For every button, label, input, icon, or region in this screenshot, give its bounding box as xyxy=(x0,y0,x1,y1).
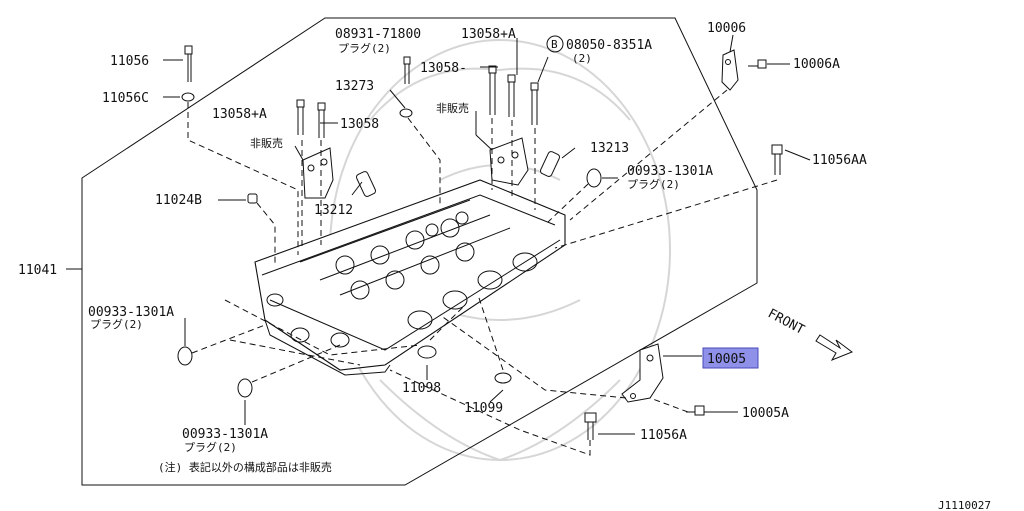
label-00933-right: 00933-1301A xyxy=(627,164,713,179)
cam-bracket-right xyxy=(489,137,529,186)
label-10006: 10006 xyxy=(707,21,746,36)
label-00933-left-plug: プラグ(2) xyxy=(90,317,143,331)
cylinder-head xyxy=(254,179,566,376)
bracket-10006 xyxy=(721,49,739,91)
label-00933-bottom: 00933-1301A xyxy=(182,427,268,442)
label-front: FRONT xyxy=(765,306,807,338)
label-not-sold-right: 非販売 xyxy=(436,102,469,115)
label-10005A: 10005A xyxy=(742,406,789,421)
seal-11098 xyxy=(417,345,437,359)
bracket-10005 xyxy=(621,343,664,403)
label-10005: 10005 xyxy=(707,352,746,367)
label-11041: 11041 xyxy=(18,263,57,278)
assembly-frame xyxy=(81,17,758,486)
label-00933-left: 00933-1301A xyxy=(88,305,174,320)
leader-lines xyxy=(66,34,811,456)
bolts-13058 xyxy=(296,65,539,138)
highlight-10005 xyxy=(702,347,759,369)
label-11056AA: 11056AA xyxy=(812,153,867,168)
label-13058A-left: 13058+A xyxy=(212,107,267,122)
label-note: (注) 表記以外の構成部品は非販売 xyxy=(158,460,332,474)
bolt-10006A xyxy=(748,59,767,69)
label-not-sold-left: 非販売 xyxy=(250,137,283,150)
label-11098: 11098 xyxy=(402,381,441,396)
label-00933-right-plug: プラグ(2) xyxy=(627,177,680,191)
seal-11099 xyxy=(494,372,512,384)
plug-00933-bottom xyxy=(237,378,253,398)
label-13058-top: 13058- xyxy=(420,61,467,76)
label-10006A: 10006A xyxy=(793,57,840,72)
label-13273: 13273 xyxy=(335,79,374,94)
label-11056: 11056 xyxy=(110,54,149,69)
dowel-13212 xyxy=(355,171,377,197)
plug-11024B xyxy=(247,193,258,204)
label-11056C: 11056C xyxy=(102,91,149,106)
bolt-11056A xyxy=(584,412,597,440)
bolt-10005A xyxy=(686,405,705,416)
label-13058-left: 13058 xyxy=(340,117,379,132)
label-11056A: 11056A xyxy=(640,428,687,443)
label-08931: 08931-71800 xyxy=(335,27,421,42)
label-11099: 11099 xyxy=(464,401,503,416)
washer-13273 xyxy=(399,108,413,118)
cam-bracket-left xyxy=(302,147,334,199)
bolt-11056 xyxy=(184,45,193,82)
plug-08931 xyxy=(403,56,411,84)
label-b-mark: B xyxy=(551,38,558,51)
plug-00933-right xyxy=(586,168,602,188)
label-08931-plug: プラグ(2) xyxy=(338,41,391,55)
front-arrow-icon xyxy=(815,334,854,361)
bolt-11056AA xyxy=(771,144,783,175)
label-00933-bottom-plug: プラグ(2) xyxy=(184,440,237,454)
label-08050: 08050-8351A xyxy=(566,38,652,53)
label-13213: 13213 xyxy=(590,141,629,156)
washer-11056C xyxy=(181,92,195,102)
b-mark-icon xyxy=(546,35,564,53)
label-11024B: 11024B xyxy=(155,193,202,208)
plug-00933-left xyxy=(177,346,193,366)
label-13058A-top: 13058+A xyxy=(461,27,516,42)
label-13212: 13212 xyxy=(314,203,353,218)
dowel-13213 xyxy=(539,151,561,177)
label-08050-qty: (2) xyxy=(572,52,592,65)
label-diagram-id: J1110027 xyxy=(938,499,991,511)
